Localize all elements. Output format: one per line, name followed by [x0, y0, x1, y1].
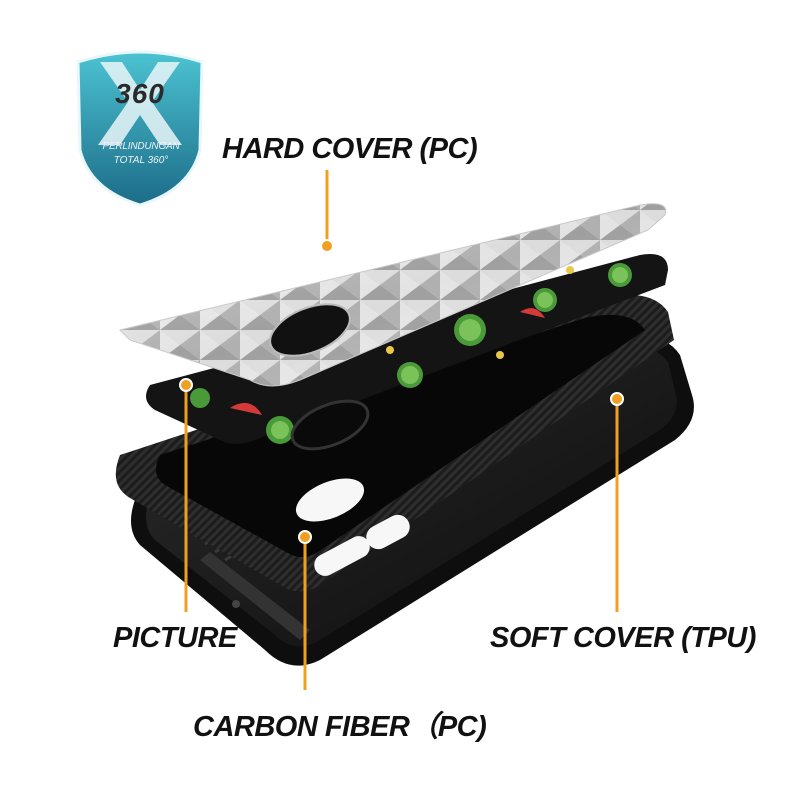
callout-lines	[184, 170, 619, 690]
picture-layer	[146, 254, 668, 451]
hard-cover-layer	[119, 203, 667, 387]
badge-line2: TOTAL 360°	[113, 155, 169, 166]
carbon-fiber-layer	[115, 294, 674, 592]
x-mark-icon	[98, 62, 182, 145]
badge-number: 360	[115, 78, 165, 109]
badge-line1: PERLINDUNGAN	[102, 141, 180, 152]
callout-dots	[179, 239, 624, 544]
carbon-fiber-label: CARBON FIBER（PC)	[193, 711, 487, 743]
watermark-pattern	[190, 263, 632, 444]
picture-label: PICTURE	[113, 622, 237, 654]
hard-cover-label: HARD COVER (PC)	[222, 133, 478, 165]
soft-cover-label: SOFT COVER (TPU)	[490, 622, 756, 654]
shield-icon	[76, 50, 204, 207]
